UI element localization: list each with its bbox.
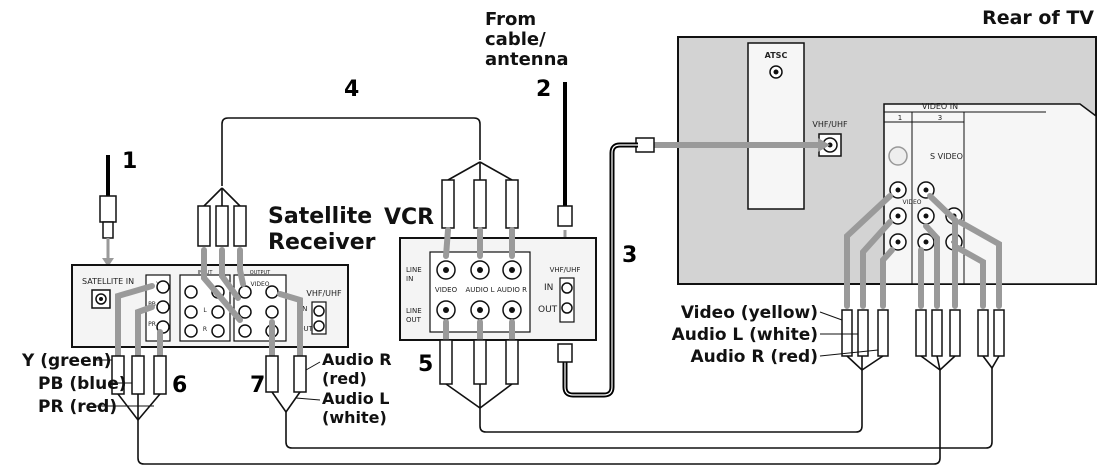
audio-l-white-label: Audio L (white) <box>672 325 818 345</box>
svg-text:AUDIO R: AUDIO R <box>497 286 527 294</box>
audio-l-label-line2: (white) <box>322 408 387 427</box>
video-yellow-label: Video (yellow) <box>681 303 818 323</box>
s-video-jack <box>888 146 908 166</box>
vcr-panel: LINE IN LINE OUT VIDEO AUDIO L AUDIO R V… <box>399 237 597 341</box>
av-cable-vcr-to-tv <box>479 370 863 433</box>
step-number-3: 3 <box>622 243 637 268</box>
vcr-label: VCR <box>384 205 434 230</box>
svg-text:VIDEO: VIDEO <box>250 281 269 288</box>
satellite-label-line1: Satellite <box>268 204 372 229</box>
y-green-label: Y (green) <box>21 351 111 371</box>
svg-text:1: 1 <box>898 114 902 122</box>
tv-vhf-uhf-label: VHF/UHF <box>812 120 848 129</box>
svg-text:IN: IN <box>406 275 413 283</box>
svg-text:L: L <box>203 307 207 314</box>
svg-text:VHF/UHF: VHF/UHF <box>550 266 581 274</box>
sat-output-arrows <box>201 247 246 323</box>
svg-text:PR: PR <box>148 321 156 328</box>
svg-text:LINE: LINE <box>406 266 422 274</box>
rear-of-tv-label: Rear of TV <box>982 7 1094 29</box>
svg-text:IN: IN <box>300 305 307 313</box>
svg-text:OUT: OUT <box>538 305 558 315</box>
cable4-vcr-plugs <box>441 179 519 229</box>
tv-input-arrows <box>844 193 1002 309</box>
audio-cable-sat-to-tv <box>285 368 993 449</box>
audio-r-label-line1: Audio R <box>322 350 392 369</box>
cable7-plugs <box>265 355 307 393</box>
svg-text:VIDEO: VIDEO <box>902 199 921 206</box>
audio-l-label-line1: Audio L <box>322 389 389 408</box>
tv-rear-panel: ATSC VHF/UHF VIDEO IN 1 3 S VIDEO VIDEO <box>677 36 1097 285</box>
av-cable-sat-to-vcr <box>221 117 481 186</box>
svg-text:VIDEO: VIDEO <box>435 286 458 294</box>
tv-cable-plugs <box>841 309 1005 357</box>
atsc-label: ATSC <box>765 51 788 60</box>
svg-text:OUTPUT: OUTPUT <box>250 270 271 276</box>
svg-text:AUDIO L: AUDIO L <box>465 286 494 294</box>
svg-text:R: R <box>203 326 207 333</box>
audio-r-label-line2: (red) <box>322 369 367 388</box>
svg-text:IN: IN <box>544 283 553 293</box>
step-number-6: 6 <box>172 373 187 398</box>
step-number-5: 5 <box>418 352 433 377</box>
component-cable-sat-to-tv <box>137 370 941 465</box>
cable5-plugs <box>439 339 519 385</box>
satellite-receiver-panel: SATELLITE IN Y PB PR INPUT OUTPUT VIDEO … <box>71 264 349 348</box>
step-number-1: 1 <box>122 149 137 174</box>
satellite-in-label: SATELLITE IN <box>82 277 134 286</box>
svg-text:LINE: LINE <box>406 307 422 315</box>
from-cable-line2: cable/ <box>485 29 546 50</box>
from-cable-line1: From <box>485 9 536 30</box>
pr-red-label: PR (red) <box>38 397 117 417</box>
svg-text:OUT: OUT <box>298 325 314 333</box>
step-number-4: 4 <box>344 77 359 102</box>
from-cable-line3: antenna <box>485 49 569 70</box>
cable4-sat-plugs <box>197 205 247 247</box>
svg-text:VHF/UHF: VHF/UHF <box>306 289 342 298</box>
satellite-label-line2: Receiver <box>268 230 376 255</box>
audio-r-red-label: Audio R (red) <box>691 347 818 367</box>
svg-text:OUT: OUT <box>406 316 422 324</box>
step-number-2: 2 <box>536 77 551 102</box>
video-in-label: VIDEO IN <box>922 102 958 111</box>
s-video-label: S VIDEO <box>930 152 963 161</box>
step-number-7: 7 <box>250 373 265 398</box>
svg-text:3: 3 <box>938 114 942 122</box>
pb-blue-label: PB (blue) <box>38 374 127 394</box>
